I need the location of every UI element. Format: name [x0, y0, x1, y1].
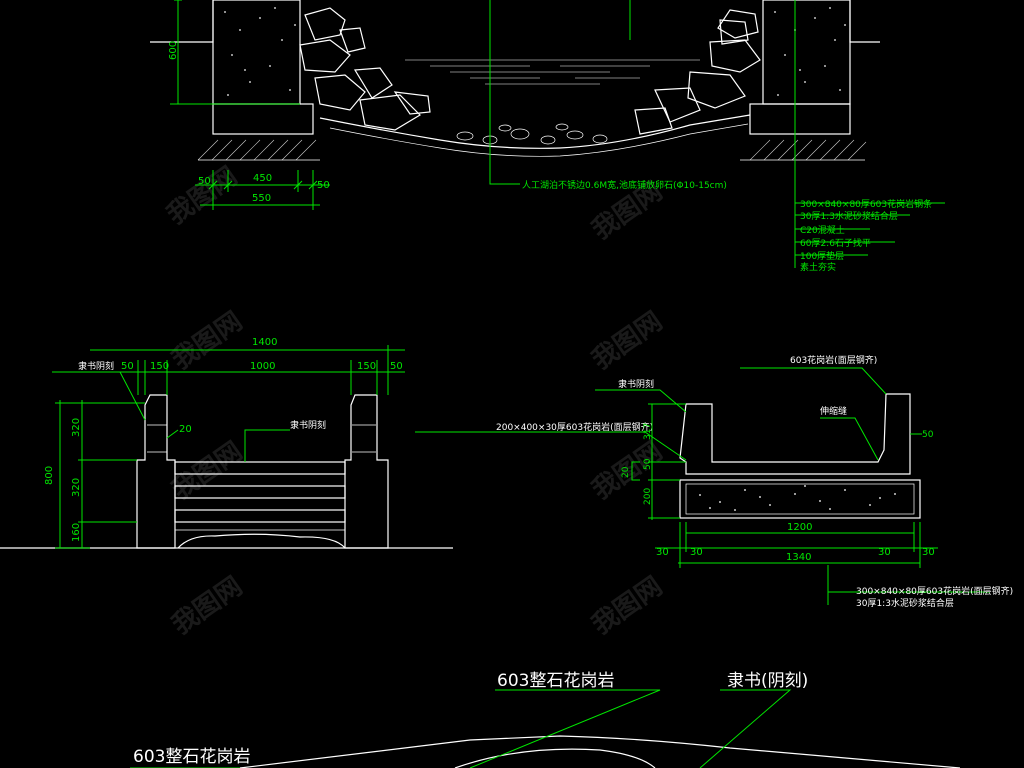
dim-text-20: 20: [179, 424, 192, 435]
dim-text-50-right: 50: [317, 180, 330, 191]
layer-label: 素土夯实: [800, 261, 836, 273]
watermark-text: 我图网: [167, 436, 248, 505]
dim-text-50-section-r: 50: [922, 430, 934, 440]
layer-label: 300×840×80厚603花岗岩钢条: [800, 198, 932, 210]
dim-text-550: 550: [252, 193, 271, 204]
dim-foundation: 50 450 50 550: [195, 170, 330, 210]
label-granite-top: 603花岗岩(面层钢齐): [790, 354, 877, 366]
layer-label: C20混凝土: [800, 224, 845, 236]
pebbles: [456, 123, 608, 145]
dim-text-50-a: 50: [121, 361, 134, 372]
bridge-section: 603花岗岩(面层钢齐) 隶书阴刻 伸缩缝 200×400×30厚603花岗岩(…: [415, 354, 1013, 609]
dim-text-50-b: 50: [390, 361, 403, 372]
rockery-left: [299, 7, 431, 131]
right-foundation: [749, 103, 851, 135]
stone-outline: [239, 735, 961, 768]
dim-text-600: 600: [168, 41, 179, 60]
label-lishu-section: 隶书阴刻: [618, 378, 654, 390]
dim-text-160: 160: [71, 523, 82, 542]
watermark-text: 我图网: [167, 306, 248, 375]
stone-arc: [454, 748, 656, 768]
bridge-elevation: 1400 50 150 1000 150 50 隶书阴刻 隶书阴刻 20 320…: [0, 337, 453, 549]
label-granite-c: 603整石花岗岩: [133, 747, 250, 767]
dim-text-30-a: 30: [656, 547, 669, 558]
left-foundation: [212, 103, 314, 135]
dim-600: 600: [168, 0, 300, 105]
rockery-right: [634, 9, 761, 135]
rail-middle: [174, 485, 346, 499]
dim-text-50-section-l: 50: [643, 458, 653, 470]
layer-label: 30厚1:3水泥砂浆结合层: [800, 210, 898, 222]
leader-pond-bed: 人工湖泊不锈边0.6M宽,池底铺放卵石(Φ10-15cm): [489, 0, 727, 191]
section-note-2: 30厚1:3水泥砂浆结合层: [856, 597, 954, 609]
dim-text-1000: 1000: [250, 361, 275, 372]
dim-text-320-b: 320: [71, 478, 82, 497]
watermark-layer: 我图网 我图网 我图网 我图网 我图网 我图网 我图网 我图网: [162, 161, 668, 640]
dim-text-150-a: 150: [150, 361, 169, 372]
label-granite-block: 200×400×30厚603花岗岩(面层钢齐): [496, 421, 653, 433]
dim-text-50-left: 50: [198, 176, 211, 187]
label-expansion-joint: 伸缩缝: [820, 405, 847, 417]
section-note-1: 300×840×80厚603花岗岩(面层钢齐): [856, 585, 1013, 597]
layer-label: 100厚垫层: [800, 250, 844, 262]
note-pond-bed: 人工湖泊不锈边0.6M宽,池底铺放卵石(Φ10-15cm): [522, 179, 727, 191]
section-base: [679, 479, 921, 519]
base-speckle: [699, 485, 896, 511]
concrete-speckle: [224, 7, 846, 96]
dim-text-30-b: 30: [690, 547, 703, 558]
rail-top: [174, 461, 346, 475]
watermark-text: 我图网: [167, 571, 248, 640]
dim-text-1400: 1400: [252, 337, 277, 348]
label-lishu-center: 隶书阴刻: [290, 419, 326, 431]
dim-text-150-b: 150: [357, 361, 376, 372]
dim-text-20-section: 20: [621, 466, 631, 478]
layer-label: 60厚2:6石子找平: [800, 237, 871, 249]
layer-callouts: 300×840×80厚603花岗岩钢条 30厚1:3水泥砂浆结合层 C20混凝土…: [794, 0, 945, 273]
ground-line-right: [849, 0, 880, 43]
earth-hatch: [197, 139, 867, 161]
watermark-text: 我图网: [587, 571, 668, 640]
dim-text-30-c: 30: [878, 547, 891, 558]
dim-text-1340: 1340: [786, 552, 811, 563]
dim-text-800: 800: [44, 466, 55, 485]
post-left: [136, 394, 176, 549]
pond-bed-inner: [329, 123, 749, 157]
dim-text-317: 317: [643, 423, 653, 440]
label-lishu-b: 隶书(阴刻): [727, 671, 808, 691]
right-wall: [762, 0, 851, 105]
watermark-text: 我图网: [587, 306, 668, 375]
dim-text-450: 450: [253, 173, 272, 184]
rock-under-bridge: [177, 533, 346, 549]
bottom-detail: 603整石花岗岩 隶书(阴刻) 603整石花岗岩: [130, 671, 961, 768]
label-granite-a: 603整石花岗岩: [497, 671, 614, 691]
dim-text-30-d: 30: [922, 547, 935, 558]
left-wall: [212, 0, 301, 105]
rail-bottom: [174, 509, 346, 523]
label-lishu-left: 隶书阴刻: [78, 360, 114, 372]
water-surface: [405, 59, 700, 85]
dim-text-1200: 1200: [787, 522, 812, 533]
watermark-text: 我图网: [162, 161, 243, 230]
ground-line-left: [150, 0, 214, 43]
pond-bed: [319, 114, 751, 149]
dim-text-320-a: 320: [71, 418, 82, 437]
pond-section: 600 50 450 50 550 人工湖泊不锈边0.6M宽,池底铺放卵石(Φ1…: [150, 0, 945, 273]
section-slab: [679, 393, 911, 475]
dim-text-200: 200: [643, 488, 653, 505]
post-right: [344, 394, 389, 549]
